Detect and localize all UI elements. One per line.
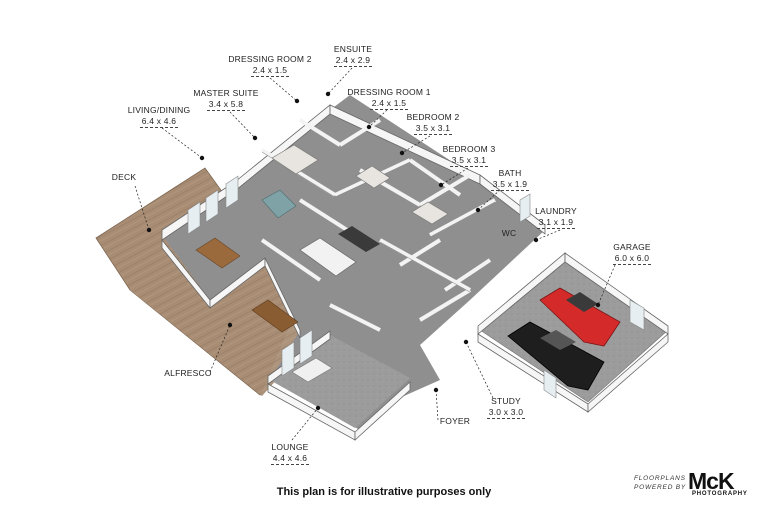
room-dimensions: 2.4 x 2.9 bbox=[333, 55, 373, 67]
label-bath: BATH 3.5 x 1.9 bbox=[482, 168, 538, 191]
alfresco-table bbox=[251, 299, 299, 333]
room-name: STUDY bbox=[491, 396, 521, 406]
room-dimensions: 3.0 x 3.0 bbox=[486, 407, 526, 419]
room-dimensions: 3.1 x 1.9 bbox=[536, 217, 576, 229]
room-name: BEDROOM 2 bbox=[406, 112, 460, 122]
label-bedroom-3: BEDROOM 3 3.5 x 3.1 bbox=[434, 144, 504, 167]
red-car bbox=[539, 287, 621, 347]
room-name: LOUNGE bbox=[271, 442, 309, 452]
room-dimensions: 3.5 x 3.1 bbox=[413, 123, 453, 135]
room-dimensions: 6.4 x 4.6 bbox=[139, 116, 179, 128]
room-dimensions: 3.5 x 1.9 bbox=[490, 179, 530, 191]
room-dimensions: 2.4 x 1.5 bbox=[369, 98, 409, 110]
label-bedroom-2: BEDROOM 2 3.5 x 3.1 bbox=[398, 112, 468, 135]
room-name: BEDROOM 3 bbox=[442, 144, 496, 154]
leader-dots bbox=[146, 91, 601, 411]
room-name: ENSUITE bbox=[333, 44, 373, 54]
brand-subtitle: PHOTOGRAPHY bbox=[692, 491, 748, 497]
disclaimer-text: This plan is for illustrative purposes o… bbox=[276, 486, 492, 498]
room-name: DECK bbox=[111, 172, 137, 182]
label-deck: DECK bbox=[104, 172, 144, 183]
label-ensuite: ENSUITE 2.4 x 2.9 bbox=[318, 44, 388, 67]
room-name: GARAGE bbox=[613, 242, 651, 252]
room-name: MASTER SUITE bbox=[193, 88, 259, 98]
room-dimensions: 3.5 x 3.1 bbox=[449, 155, 489, 167]
label-dressing-room-1: DRESSING ROOM 1 2.4 x 1.5 bbox=[344, 87, 434, 110]
leader-lines bbox=[134, 67, 616, 441]
room-name: LAUNDRY bbox=[535, 206, 577, 216]
brand-logo-text: McK bbox=[688, 468, 735, 494]
room-name: ALFRESCO bbox=[164, 368, 212, 378]
room-name: BATH bbox=[498, 168, 522, 178]
living-sofa bbox=[261, 189, 297, 219]
branding-logo: FLOORPLANS POWERED BY McK PHOTOGRAPHY bbox=[634, 468, 758, 500]
label-lounge: LOUNGE 4.4 x 4.6 bbox=[264, 442, 316, 465]
room-dimensions: 6.0 x 6.0 bbox=[612, 253, 652, 265]
room-name: DRESSING ROOM 2 bbox=[228, 54, 312, 64]
brand-line-2: POWERED BY bbox=[634, 484, 687, 491]
room-dimensions: 2.4 x 1.5 bbox=[250, 65, 290, 77]
label-foyer: FOYER bbox=[436, 416, 474, 427]
master-bed bbox=[271, 144, 319, 175]
bedroom-3-bed bbox=[411, 201, 449, 225]
label-study: STUDY 3.0 x 3.0 bbox=[484, 396, 528, 419]
room-name: LIVING/DINING bbox=[127, 105, 191, 115]
label-dressing-room-2: DRESSING ROOM 2 2.4 x 1.5 bbox=[225, 54, 315, 77]
label-living-dining: LIVING/DINING 6.4 x 4.6 bbox=[118, 105, 200, 128]
room-name: FOYER bbox=[439, 416, 471, 426]
windows bbox=[187, 175, 645, 399]
label-wc: WC bbox=[496, 228, 522, 239]
black-car bbox=[507, 321, 605, 391]
brand-line-1: FLOORPLANS bbox=[634, 475, 686, 482]
kitchen-island bbox=[299, 237, 357, 277]
label-alfresco: ALFRESCO bbox=[160, 368, 216, 379]
room-name: DRESSING ROOM 1 bbox=[347, 87, 431, 97]
room-name: WC bbox=[501, 228, 517, 238]
room-dimensions: 4.4 x 4.6 bbox=[270, 453, 310, 465]
dining-table bbox=[195, 237, 241, 269]
room-dimensions: 3.4 x 5.8 bbox=[206, 99, 246, 111]
label-master-suite: MASTER SUITE 3.4 x 5.8 bbox=[186, 88, 266, 111]
kitchen-bench bbox=[338, 226, 380, 252]
lounge-sofa bbox=[291, 357, 333, 383]
label-laundry: LAUNDRY 3.1 x 1.9 bbox=[526, 206, 586, 229]
label-garage: GARAGE 6.0 x 6.0 bbox=[604, 242, 660, 265]
bedroom-2-bed bbox=[355, 165, 391, 189]
